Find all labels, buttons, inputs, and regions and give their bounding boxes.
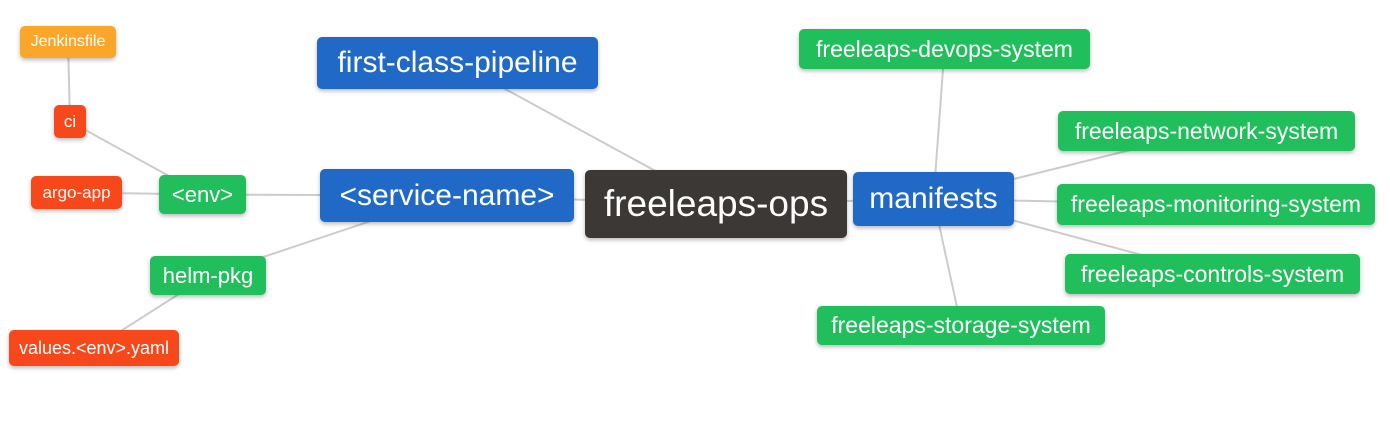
node-jenkinsfile[interactable]: Jenkinsfile bbox=[20, 26, 116, 58]
node-freeleaps-network-system[interactable]: freeleaps-network-system bbox=[1058, 111, 1355, 151]
node-freeleaps-controls-system[interactable]: freeleaps-controls-system bbox=[1065, 254, 1360, 294]
node-env[interactable]: <env> bbox=[159, 175, 246, 214]
node-ci[interactable]: ci bbox=[54, 105, 86, 138]
node-freeleaps-devops-system[interactable]: freeleaps-devops-system bbox=[799, 29, 1090, 69]
node-freeleaps-monitoring-system[interactable]: freeleaps-monitoring-system bbox=[1057, 184, 1375, 225]
node-freeleaps-storage-system[interactable]: freeleaps-storage-system bbox=[817, 306, 1105, 345]
node-argo-app[interactable]: argo-app bbox=[31, 176, 122, 209]
node-first-class-pipeline[interactable]: first-class-pipeline bbox=[317, 37, 598, 89]
node-helm-pkg[interactable]: helm-pkg bbox=[150, 256, 266, 295]
node-service-name[interactable]: <service-name> bbox=[320, 169, 574, 222]
node-manifests[interactable]: manifests bbox=[853, 172, 1014, 226]
node-freeleaps-ops[interactable]: freeleaps-ops bbox=[585, 170, 847, 238]
node-values-env-yaml[interactable]: values.<env>.yaml bbox=[9, 330, 179, 366]
